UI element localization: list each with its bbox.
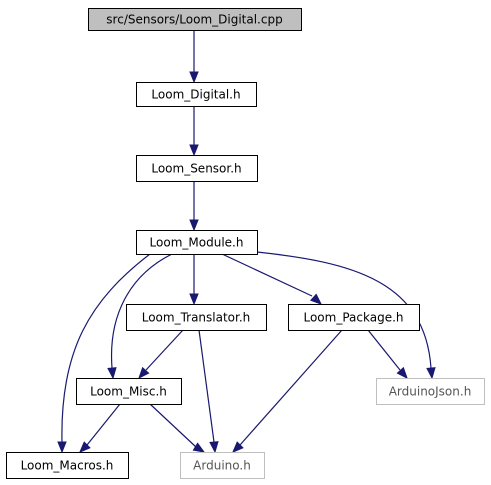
node-box	[136, 155, 258, 182]
edge-loom_sensor_h-to-loom_module_h	[189, 181, 199, 232]
arrowhead	[310, 293, 323, 305]
node-loom-sensor-h[interactable]: Loom_Sensor.h	[136, 155, 258, 182]
arrowhead	[138, 366, 150, 380]
node-label: ArduinoJson.h	[389, 385, 472, 399]
edge-loom_module_h-to-loom_misc_h	[107, 253, 173, 380]
node-box	[288, 304, 420, 331]
node-label: src/Sensors/Loom_Digital.cpp	[106, 13, 282, 27]
node-loom-misc-h[interactable]: Loom_Misc.h	[76, 378, 182, 405]
edge-line	[239, 329, 343, 446]
edge-line	[367, 329, 401, 371]
node-label: Loom_Sensor.h	[151, 162, 241, 176]
edge-loom_module_h-to-arduinojson_h	[256, 251, 436, 380]
arrowhead	[209, 441, 219, 454]
node-box	[136, 230, 258, 255]
edge-line	[149, 403, 197, 448]
edge-loom_misc_h-to-loom_macros_h	[79, 403, 121, 453]
edge-loom_module_h-to-loom_package_h	[221, 253, 323, 305]
node-loom-digital-h[interactable]: Loom_Digital.h	[136, 82, 257, 107]
arrowhead	[107, 367, 117, 380]
edge-line	[110, 253, 173, 369]
arrowhead	[189, 219, 199, 232]
edge-line	[145, 329, 184, 371]
edge-loom_package_h-to-arduino_h	[232, 329, 343, 453]
node-label: Loom_Module.h	[150, 236, 244, 250]
node-label: Loom_Package.h	[303, 311, 403, 325]
node-box	[376, 378, 485, 405]
node-loom-module-h[interactable]: Loom_Module.h	[136, 230, 258, 255]
arrowhead	[189, 293, 199, 306]
node-box	[126, 304, 267, 331]
arrowhead	[57, 441, 67, 454]
node-box	[76, 378, 182, 405]
edge-line	[221, 253, 313, 297]
arrowhead	[79, 441, 91, 453]
node-label: Loom_Macros.h	[21, 459, 114, 473]
edge-loom_digital_cpp-to-loom_digital_h	[189, 30, 199, 84]
node-box	[6, 452, 129, 479]
edge-line	[198, 329, 215, 443]
arrowhead	[189, 144, 199, 157]
arrowhead	[232, 441, 244, 453]
arrowhead	[192, 442, 206, 453]
node-loom-macros-h[interactable]: Loom_Macros.h	[6, 452, 129, 479]
edges-layer	[57, 30, 436, 454]
node-label: Loom_Digital.h	[151, 88, 240, 102]
node-box	[88, 8, 302, 31]
edge-loom_module_h-to-loom_translator_h	[189, 254, 199, 306]
node-arduinojson-h: ArduinoJson.h	[376, 378, 485, 405]
edge-loom_misc_h-to-arduino_h	[149, 403, 206, 453]
node-arduino-h: Arduino.h	[180, 452, 265, 479]
edge-line	[86, 403, 121, 446]
arrowhead	[396, 366, 408, 380]
node-box	[136, 82, 257, 107]
edge-line	[61, 253, 151, 443]
arrowhead	[189, 71, 199, 84]
edge-loom_module_h-to-loom_macros_h	[57, 253, 151, 454]
node-label: Arduino.h	[193, 459, 251, 473]
edge-loom_digital_h-to-loom_sensor_h	[189, 106, 199, 157]
edge-line	[256, 251, 432, 369]
edge-loom_package_h-to-arduinojson_h	[367, 329, 408, 380]
node-loom-digital-cpp[interactable]: src/Sensors/Loom_Digital.cpp	[88, 8, 302, 31]
node-loom-translator-h[interactable]: Loom_Translator.h	[126, 304, 267, 331]
node-box	[180, 452, 265, 479]
edge-loom_translator_h-to-arduino_h	[198, 329, 219, 454]
nodes-layer: src/Sensors/Loom_Digital.cppLoom_Digital…	[6, 8, 485, 479]
node-label: Loom_Misc.h	[90, 385, 167, 399]
node-label: Loom_Translator.h	[142, 311, 251, 325]
edge-loom_translator_h-to-loom_misc_h	[138, 329, 184, 380]
node-loom-package-h[interactable]: Loom_Package.h	[288, 304, 420, 331]
arrowhead	[426, 367, 436, 380]
